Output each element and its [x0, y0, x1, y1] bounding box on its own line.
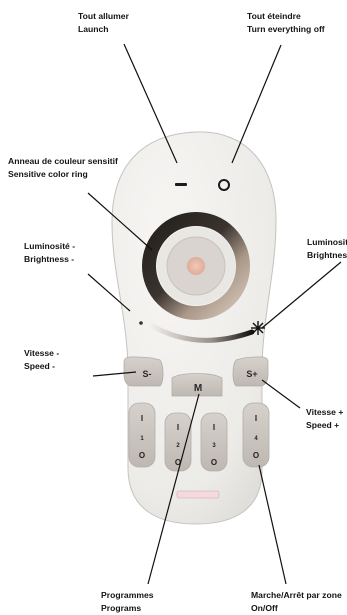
zone-4-off-glyph: O [253, 451, 259, 460]
label-off-all: Tout éteindre Turn everything off [247, 10, 325, 36]
brightness-low-dot [139, 321, 143, 325]
label-off-all-en: Turn everything off [247, 23, 325, 36]
label-speed-down: Vitesse - Speed - [24, 347, 59, 373]
label-brightness-down: Luminosité - Brightness - [24, 240, 75, 266]
label-color-ring-en: Sensitive color ring [8, 168, 118, 181]
label-programs-fr: Programmes [101, 589, 154, 602]
label-color-ring-fr: Anneau de couleur sensitif [8, 155, 118, 168]
label-brightness-up-fr: Luminosité + [307, 236, 347, 249]
label-zone-onoff-fr: Marche/Arrêt par zone [251, 589, 342, 602]
zone-1-off-glyph: O [139, 451, 145, 460]
speed-up-key-label: S+ [246, 369, 257, 379]
zone-3-on-glyph: I [213, 423, 215, 432]
leader-off [232, 45, 281, 163]
leader-zone [259, 465, 286, 584]
zone-2-on-glyph: I [177, 423, 179, 432]
label-speed-up: Vitesse + Speed + [306, 406, 343, 432]
center-dot [187, 257, 205, 275]
label-zone-onoff-en: On/Off [251, 602, 342, 615]
mode-key-label: M [194, 383, 202, 394]
speed-down-key-label: S- [143, 369, 152, 379]
label-launch-en: Launch [78, 23, 129, 36]
label-speed-down-fr: Vitesse - [24, 347, 59, 360]
zone-1-on-glyph: I [141, 414, 143, 423]
zone-4-on-glyph: I [255, 414, 257, 423]
label-zone-onoff: Marche/Arrêt par zone On/Off [251, 589, 342, 615]
zone-3-off-glyph: O [211, 458, 217, 467]
label-brightness-up: Luminosité + Brightness + [307, 236, 347, 262]
battery-cover-slot [177, 491, 219, 498]
label-off-all-fr: Tout éteindre [247, 10, 325, 23]
leader-brightness-up [262, 262, 341, 328]
label-brightness-down-en: Brightness - [24, 253, 75, 266]
label-programs-en: Programs [101, 602, 154, 615]
label-launch: Tout allumer Launch [78, 10, 129, 36]
label-color-ring: Anneau de couleur sensitif Sensitive col… [8, 155, 118, 181]
label-programs: Programmes Programs [101, 589, 154, 615]
leader-speed-up [262, 380, 300, 408]
label-speed-up-en: Speed + [306, 419, 343, 432]
label-brightness-up-en: Brightness + [307, 249, 347, 262]
label-speed-up-fr: Vitesse + [306, 406, 343, 419]
label-speed-down-en: Speed - [24, 360, 59, 373]
label-launch-fr: Tout allumer [78, 10, 129, 23]
launch-indicator[interactable] [175, 183, 187, 186]
label-brightness-down-fr: Luminosité - [24, 240, 75, 253]
